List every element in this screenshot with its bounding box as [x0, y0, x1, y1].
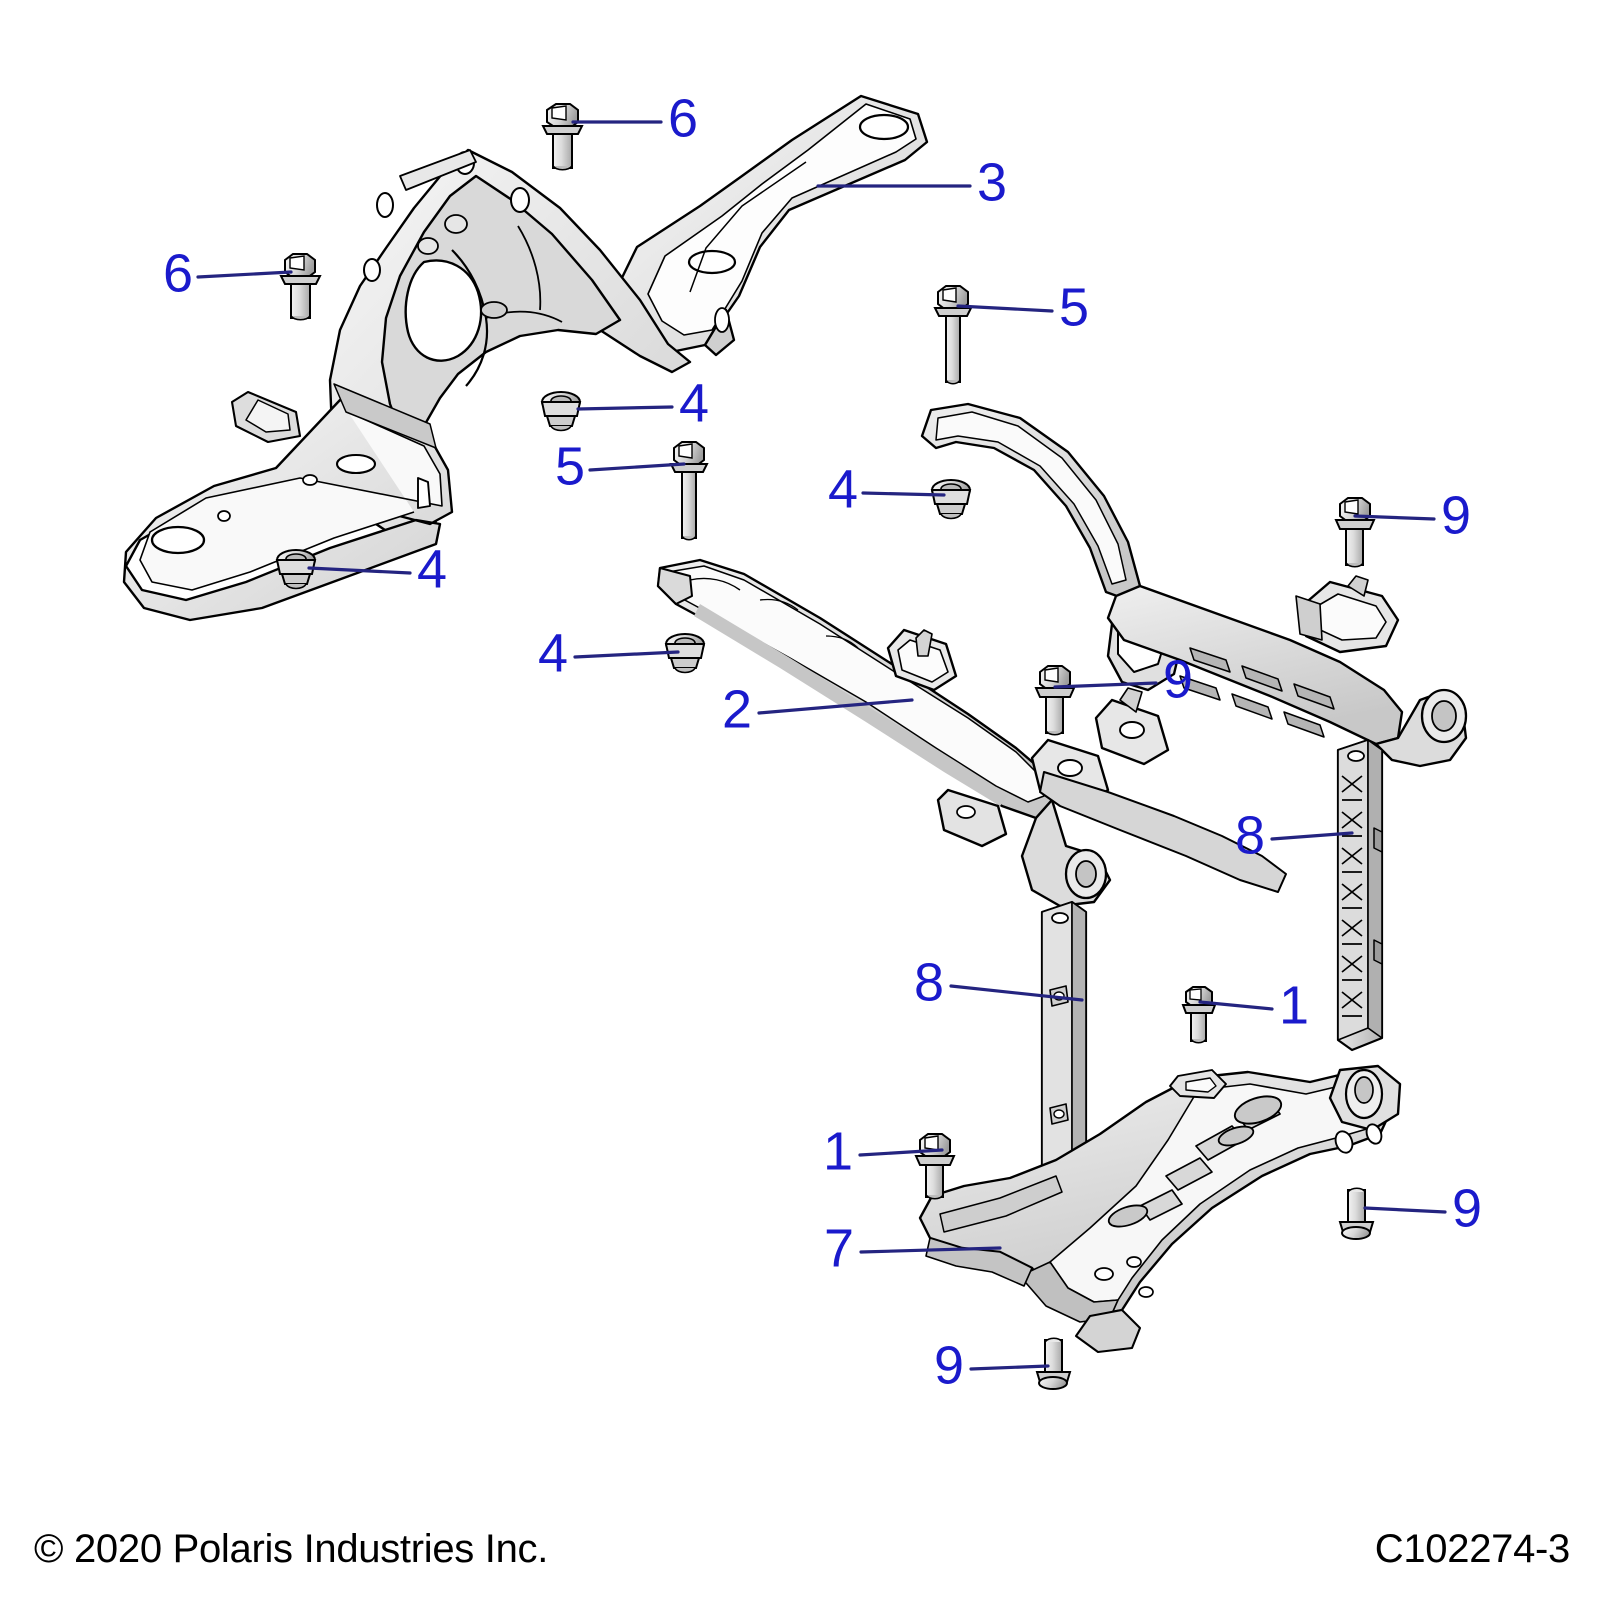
fastener-4-push-rivet-left	[275, 549, 317, 590]
callout-number-c9-mid: 9	[1163, 649, 1193, 709]
leader-line-c1-left	[858, 1148, 944, 1157]
fastener-4-push-rivet-right	[930, 479, 972, 520]
callout-number-c3: 3	[977, 152, 1007, 212]
leader-line-c4-low	[573, 650, 680, 659]
leader-line-c6-left	[196, 270, 293, 279]
leader-line-c9-right	[1353, 514, 1436, 521]
copyright-notice: © 2020 Polaris Industries Inc.	[34, 1527, 549, 1571]
callout-number-c5-mid: 5	[555, 436, 585, 496]
callout-number-c5-right: 5	[1059, 277, 1089, 337]
callout-number-c4-mid: 4	[679, 373, 709, 433]
fastener-9-flange-bolt-bottom	[1035, 1337, 1072, 1390]
leader-line-c5-mid	[588, 462, 686, 472]
fastener-9-flange-bolt-right	[1334, 497, 1376, 568]
leader-line-c4-mid	[576, 405, 674, 411]
part-2-front-frame-assembly	[656, 402, 1468, 908]
callout-number-c4-right: 4	[828, 459, 858, 519]
leader-line-c9-bottom	[969, 1364, 1050, 1371]
fastener-5-long-hex-bolt-middle	[669, 441, 709, 541]
callout-number-c4-left: 4	[417, 539, 447, 599]
leader-line-c7	[859, 1246, 1002, 1254]
leader-line-c4-left	[307, 566, 412, 575]
part-8-ribbed-support-rail-left	[1040, 900, 1088, 1216]
leader-line-c4-right	[861, 491, 946, 497]
leader-line-c5-right	[956, 304, 1054, 313]
part-7-lower-crossmember	[918, 1064, 1402, 1354]
diagram-part-number: C102274-3	[1374, 1527, 1571, 1571]
leader-line-c8-right	[1270, 831, 1354, 841]
callout-leader-lines	[196, 120, 1447, 1371]
callout-number-c1-left: 1	[823, 1121, 853, 1181]
fastener-4-push-rivet-lower	[664, 633, 706, 674]
fastener-9-flange-bolt-middle	[1034, 665, 1076, 736]
callout-number-c9-lowr: 9	[1452, 1178, 1482, 1238]
leader-line-c1-right	[1198, 1000, 1274, 1011]
leader-line-c2	[757, 698, 914, 715]
callout-number-c4-low: 4	[538, 623, 568, 683]
leader-line-c9-lowr	[1363, 1206, 1447, 1214]
part-8-ribbed-support-rail-right	[1336, 738, 1384, 1052]
leader-line-c8-left	[949, 984, 1084, 1002]
fastener-1-flange-bolt-right	[1181, 986, 1217, 1044]
fastener-9-flange-bolt-lower-right	[1338, 1187, 1375, 1240]
fastener-1-flange-bolt-left	[914, 1133, 956, 1200]
callout-number-c8-right: 8	[1235, 805, 1265, 865]
callout-number-c7: 7	[824, 1218, 854, 1278]
callout-number-c1-right: 1	[1279, 975, 1309, 1035]
callout-number-c8-left: 8	[914, 952, 944, 1012]
leader-line-c9-mid	[1053, 681, 1158, 689]
callout-number-c9-right: 9	[1441, 485, 1471, 545]
callout-number-c9-bottom: 9	[934, 1335, 964, 1395]
fastener-5-long-hex-bolt-right	[933, 285, 973, 385]
callout-number-c2: 2	[722, 679, 752, 739]
part-3-upper-support-bracket	[122, 94, 929, 622]
callout-number-c6-left: 6	[163, 243, 193, 303]
callout-number-c6-top: 6	[668, 88, 698, 148]
fastener-6-hex-flange-bolt-left	[279, 253, 322, 321]
fastener-6-hex-flange-bolt-top	[541, 103, 584, 171]
fastener-4-push-rivet-middle	[540, 391, 582, 432]
